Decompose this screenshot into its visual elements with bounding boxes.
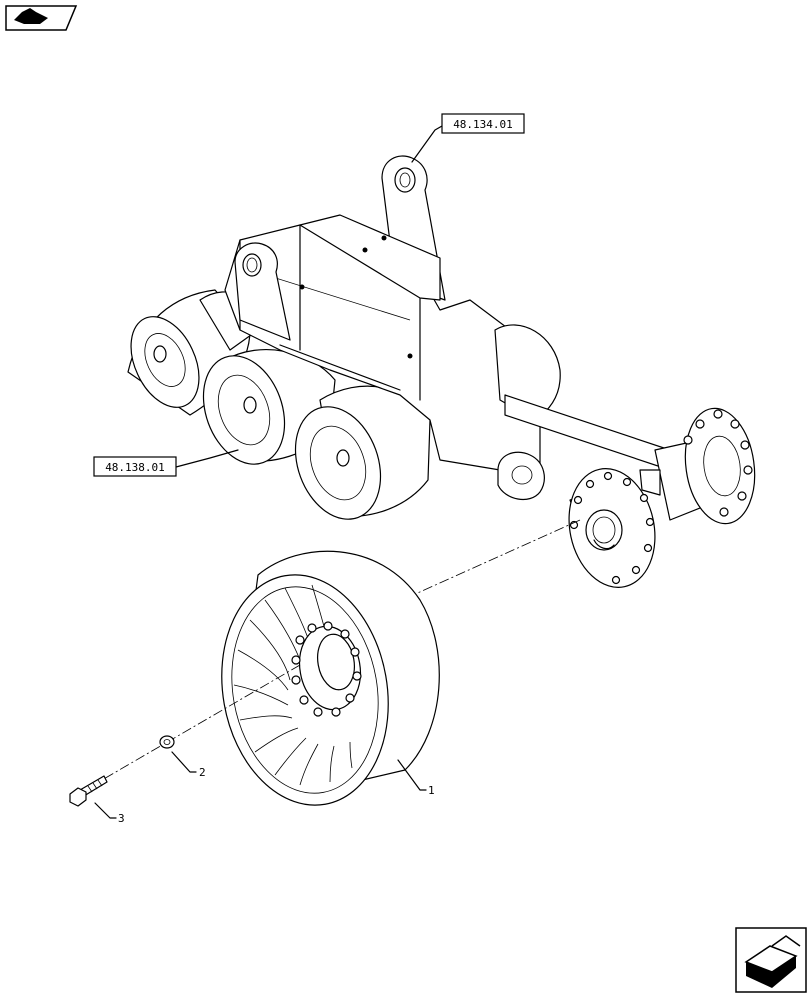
reference-label: 48.134.01: [453, 118, 513, 131]
reference-box-48-138-01[interactable]: 48.138.01: [93, 449, 239, 477]
callout-label: 3: [118, 812, 125, 825]
previous-page-icon[interactable]: [5, 5, 78, 31]
bogie-frame: [127, 155, 756, 588]
reference-label: 48.138.01: [105, 461, 165, 474]
callout-1: 1: [397, 759, 435, 797]
center-line-bolt: [101, 664, 301, 781]
callout-label: 1: [428, 784, 435, 797]
track-wheel: [221, 550, 440, 806]
bolt: [69, 775, 108, 807]
next-page-icon[interactable]: [735, 927, 807, 993]
center-line: [401, 519, 581, 601]
reference-box-48-134-01[interactable]: 48.134.01: [411, 113, 525, 163]
callout-3: 3: [94, 802, 125, 825]
callout-2: 2: [171, 751, 206, 779]
washer: [159, 735, 175, 749]
callout-label: 2: [199, 766, 206, 779]
